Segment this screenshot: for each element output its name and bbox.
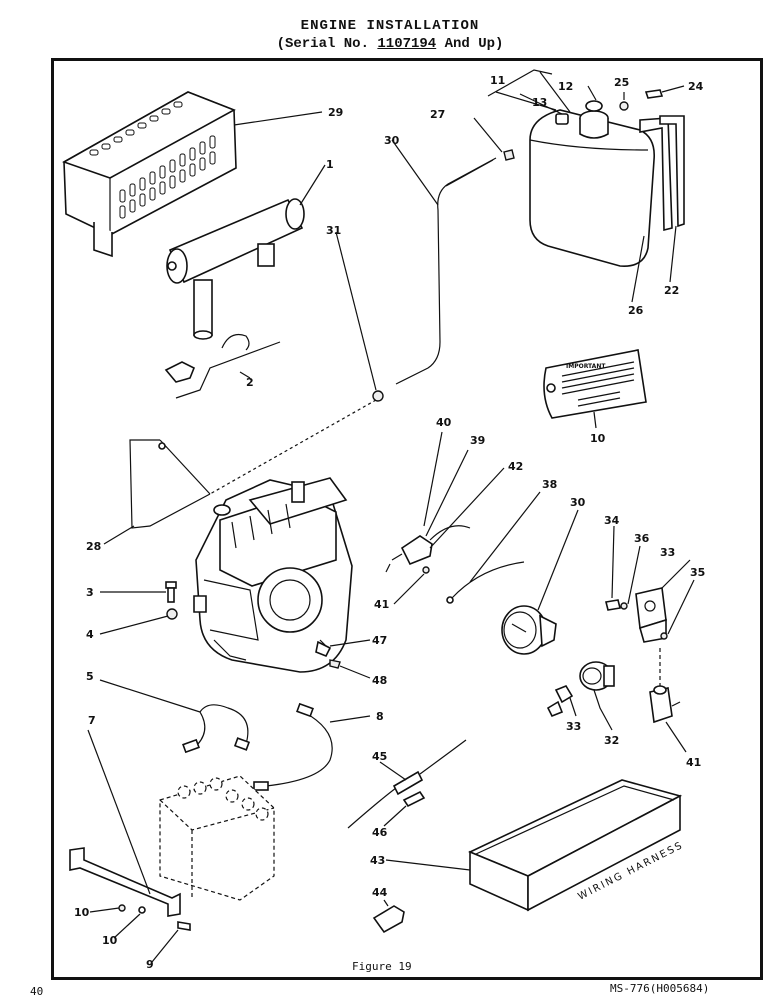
callout-label: 13	[532, 96, 547, 109]
serial-suffix: And Up)	[436, 36, 504, 52]
callout-label: 33	[660, 546, 675, 559]
fuel-tank-part	[487, 69, 656, 267]
wire-38-part	[446, 491, 541, 604]
figure-caption: Figure 19	[352, 960, 412, 973]
callout-label: 28	[86, 540, 101, 553]
callout-label: 32	[604, 734, 619, 747]
callout-label: 31	[326, 224, 341, 237]
callout-label: 1	[326, 158, 334, 171]
heat-shield-part	[62, 91, 323, 258]
callout-label: 25	[614, 76, 629, 89]
callout-label: 3	[86, 586, 94, 599]
tag-heading: IMPORTANT	[566, 363, 606, 370]
callout-labels: 29 1 2 31 30 27 11 12 13 25 24 22 26 10 …	[74, 74, 705, 971]
callout-label: 4	[86, 628, 94, 641]
callout-label: 36	[634, 532, 650, 545]
callout-label: 41	[686, 756, 701, 769]
serial-prefix: (Serial No.	[276, 36, 378, 52]
callout-label: 33	[566, 720, 581, 733]
fuel-line-part	[391, 117, 515, 385]
muffler-part	[166, 164, 326, 340]
callout-label: 10	[74, 906, 90, 919]
callout-label: 46	[372, 826, 388, 839]
diagram-frame	[51, 58, 763, 980]
callout-label: 44	[372, 886, 388, 899]
callout-label: 22	[664, 284, 679, 297]
switch-wire-part	[385, 431, 505, 605]
callout-label: 35	[690, 566, 705, 579]
serial-subtitle: (Serial No. 1107194 And Up)	[0, 36, 780, 52]
callout-label: 40	[436, 416, 452, 429]
callout-label: 30	[384, 134, 400, 147]
page-number: 40	[30, 985, 44, 998]
sensor-44-part	[372, 899, 405, 934]
callout-label: 12	[558, 80, 573, 93]
callout-label: 41	[374, 598, 389, 611]
clamp-part	[164, 333, 281, 399]
serial-number: 1107194	[377, 36, 437, 52]
callout-label: 11	[490, 74, 505, 87]
warning-tag-part: IMPORTANT	[543, 349, 647, 429]
fuel-fitting-part	[209, 231, 384, 495]
callout-label: 10	[590, 432, 606, 445]
plug-wire-part	[347, 739, 467, 829]
callout-label: 38	[542, 478, 557, 491]
key-switch-part	[546, 661, 615, 731]
callout-label: 48	[372, 674, 387, 687]
battery-part	[159, 775, 275, 901]
wiring-harness-box-part: WIRING HARNESS	[385, 779, 686, 912]
callout-label: 30	[570, 496, 586, 509]
callout-label: 2	[246, 376, 254, 389]
callout-label: 34	[604, 514, 620, 527]
gauge-part	[501, 509, 579, 655]
mount-bracket-part	[605, 525, 695, 753]
callout-label: 26	[628, 304, 644, 317]
callout-label: 45	[372, 750, 387, 763]
callout-label: 8	[376, 710, 384, 723]
battery-bracket-part	[69, 729, 191, 963]
callout-label: 27	[430, 108, 445, 121]
page-title: ENGINE INSTALLATION	[300, 18, 480, 34]
fitting-47-part	[315, 639, 371, 679]
callout-label: 10	[102, 934, 118, 947]
callout-label: 7	[88, 714, 96, 727]
callout-label: 29	[328, 106, 343, 119]
choke-cable-part	[103, 439, 211, 545]
bolt-part	[99, 581, 178, 635]
battery-cable-7-part	[99, 679, 251, 754]
battery-cable-8-part	[253, 702, 371, 791]
callout-label: 43	[370, 854, 385, 867]
callout-label: 42	[508, 460, 523, 473]
tank-strap-part	[631, 115, 685, 303]
engine-part	[193, 477, 353, 673]
tank-screw-part	[619, 85, 685, 111]
document-code: MS-776(H005684)	[610, 982, 710, 995]
callout-label: 24	[688, 80, 704, 93]
callout-label: 39	[470, 434, 485, 447]
callout-label: 9	[146, 958, 154, 971]
callout-label: 47	[372, 634, 387, 647]
callout-label: 5	[86, 670, 94, 683]
